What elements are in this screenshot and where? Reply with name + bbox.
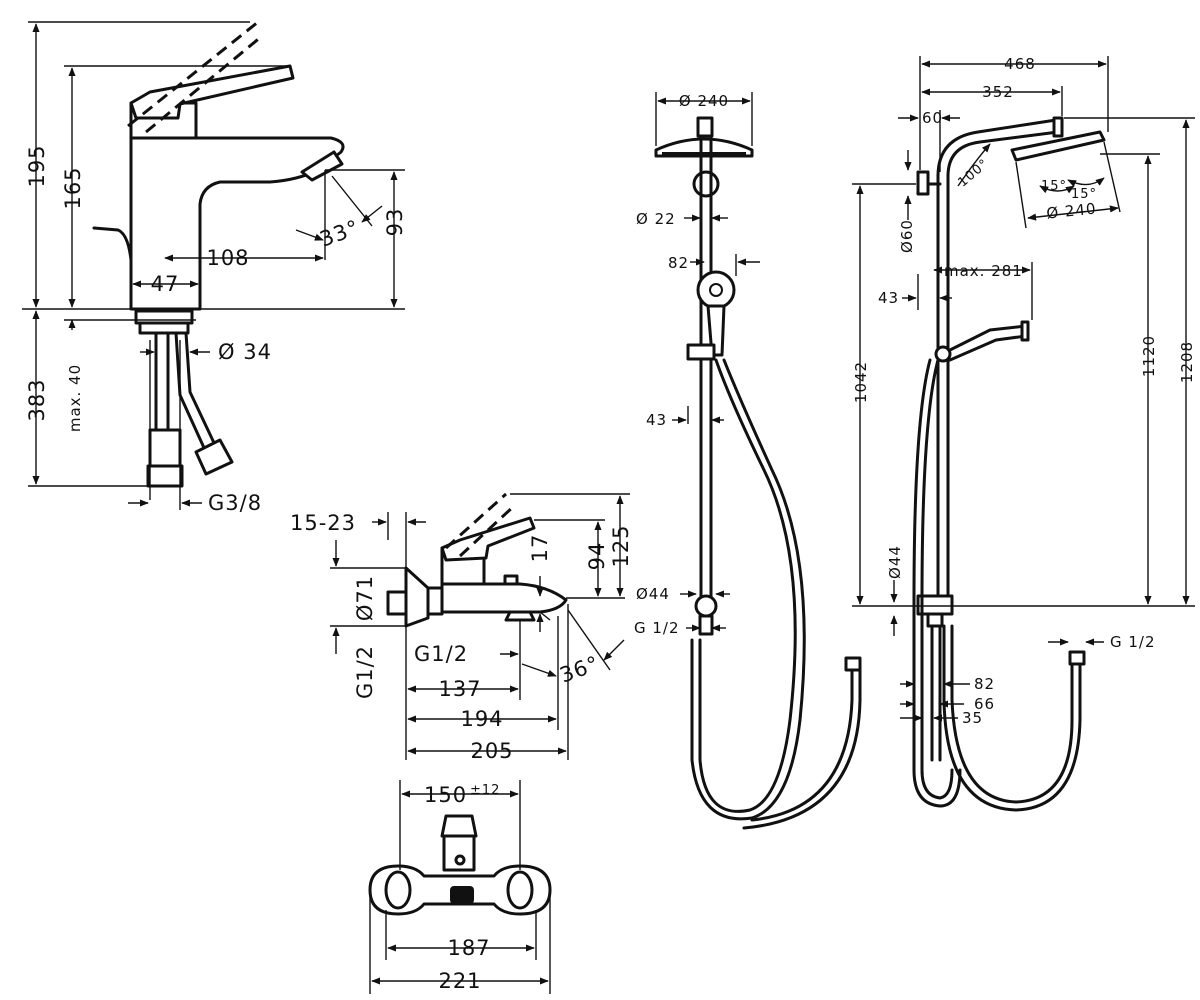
side-rail-height: 1042 (852, 361, 870, 403)
basin-max-worktop: max. 40 (66, 364, 84, 432)
side-tilt-left: 15° (1041, 179, 1067, 194)
front-centre-distance: 150 (424, 783, 467, 807)
bath-mixer-side-view: 15-23 Ø71 G1/2 17 94 125 G1/2 36° 137 19… (290, 492, 633, 763)
basin-lever-height: 195 (25, 144, 49, 187)
side-head-angle: 100° (955, 156, 992, 190)
side-tilt-right: 15° (1071, 187, 1097, 202)
basin-thread-diameter: Ø 34 (218, 340, 272, 364)
bath-spout-outlet: 17 (528, 534, 552, 563)
front-inner-width: 187 (447, 936, 490, 960)
basin-below-counter: 383 (25, 378, 49, 421)
front-rail-diameter: Ø 22 (636, 210, 676, 228)
side-dim-35: 35 (962, 709, 983, 727)
bath-body-height: 94 (585, 542, 609, 571)
front-centre-tolerance: ±12 (470, 783, 500, 798)
side-arm-overall: 468 (1004, 55, 1036, 73)
front-rail-wall-distance: 43 (646, 411, 667, 429)
side-overall-height: 1208 (1178, 341, 1196, 383)
side-rail-wall-distance: 43 (878, 289, 899, 307)
bath-mixer-front-view: 150 ±12 187 221 (368, 780, 552, 994)
basin-spout-reach: 108 (206, 246, 249, 270)
side-handshower-reach: max. 281 (944, 262, 1023, 280)
bath-dim-194: 194 (460, 707, 503, 731)
front-handshower-offset: 82 (668, 254, 689, 272)
shower-side-view: 468 352 60 100° 15° 15° Ø 240 Ø60 max. 2… (852, 55, 1196, 812)
basin-spout-height: 165 (61, 166, 85, 209)
bath-outlet: G1/2 (414, 642, 468, 666)
side-head-diameter: Ø 240 (1046, 199, 1098, 222)
shower-front-view: Ø 240 Ø 22 82 43 Ø44 G 1/2 (634, 92, 862, 830)
front-head-diameter: Ø 240 (679, 92, 729, 110)
basin-outlet-drop: 93 (383, 208, 407, 237)
basin-connection: G3/8 (208, 491, 262, 515)
side-diverter-diameter: Ø44 (886, 545, 904, 579)
bath-connection: G1/2 (353, 645, 377, 699)
side-dim-66: 66 (974, 695, 995, 713)
side-dim-82: 82 (974, 675, 995, 693)
bath-dim-137: 137 (438, 677, 481, 701)
side-arm-reach: 352 (982, 83, 1014, 101)
bath-wall-distance: 15-23 (290, 511, 356, 535)
basin-mixer-view: 195 165 108 47 93 33° Ø 34 383 max. 40 G… (22, 20, 407, 515)
side-head-height: 1120 (1140, 335, 1158, 377)
basin-body-width: 47 (151, 272, 180, 296)
side-hose-connection: G 1/2 (1110, 633, 1156, 651)
basin-spout-angle: 33° (317, 215, 363, 251)
bath-dim-205: 205 (470, 739, 513, 763)
side-wall-offset: 60 (922, 109, 943, 127)
side-bracket-diameter: Ø60 (898, 219, 916, 253)
front-diverter-diameter: Ø44 (636, 585, 670, 603)
bath-spout-angle: 36° (557, 651, 603, 687)
bath-lever-height: 125 (609, 524, 633, 567)
front-connection: G 1/2 (634, 619, 680, 637)
bath-escutcheon-diameter: Ø71 (353, 575, 377, 621)
front-outer-width: 221 (438, 969, 481, 993)
